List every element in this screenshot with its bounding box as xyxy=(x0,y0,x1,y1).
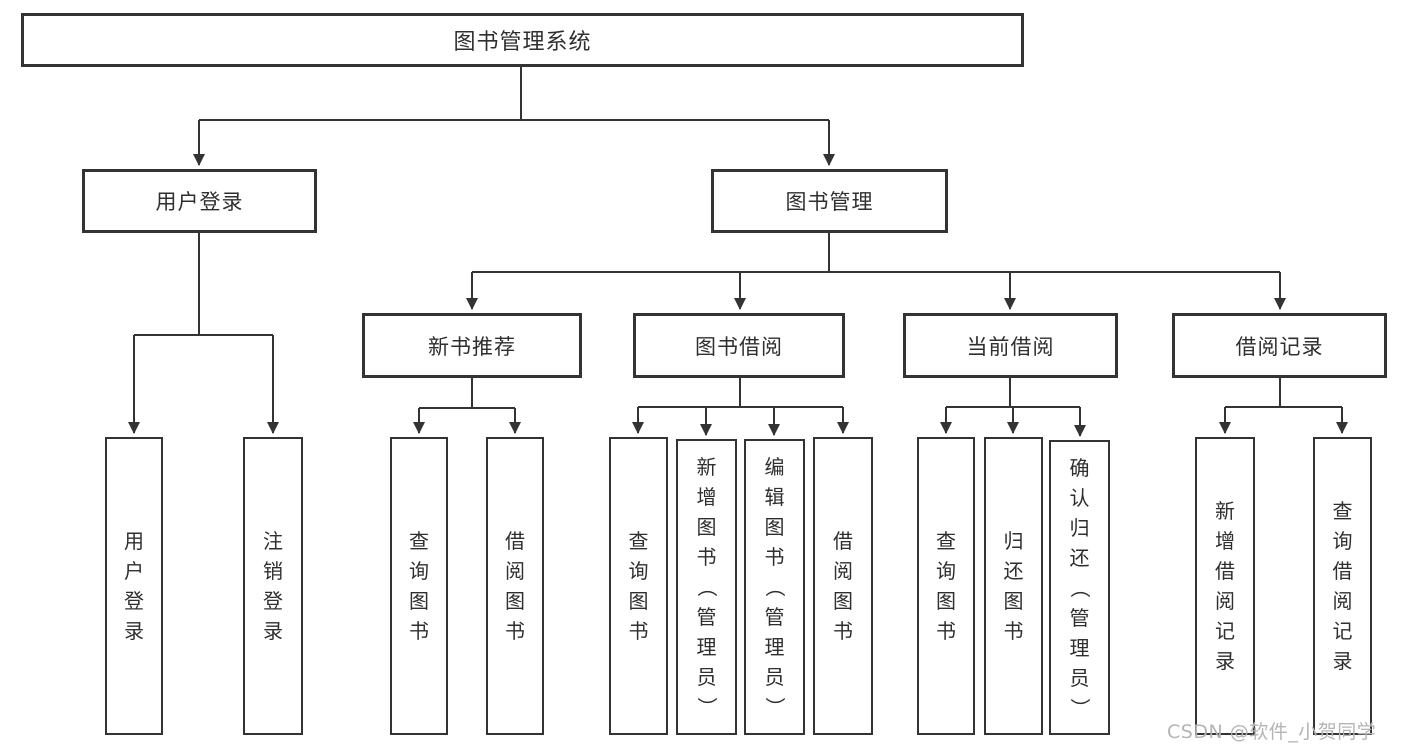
node-new-book-recommend: 新书推荐 xyxy=(362,313,582,378)
csdn-watermark: CSDN @软件_小贺同学 xyxy=(1167,721,1377,743)
leaf-borrow-books-recommend: 借阅图书 xyxy=(486,437,544,735)
leaf-query-borrow-record: 查询借阅记录 xyxy=(1313,437,1372,735)
leaf-user-login: 用户登录 xyxy=(105,437,163,735)
leaf-borrow-books: 借阅图书 xyxy=(813,437,873,735)
node-current-borrowing: 当前借阅 xyxy=(903,313,1118,378)
leaf-query-books-borrowing: 查询图书 xyxy=(609,437,668,735)
leaf-edit-book-admin: 编辑图书（管理员） xyxy=(744,439,805,735)
leaf-query-books-current: 查询图书 xyxy=(917,437,975,735)
node-book-borrowing: 图书借阅 xyxy=(633,313,845,378)
leaf-query-books-recommend: 查询图书 xyxy=(390,437,448,735)
leaf-add-book-admin: 新增图书（管理员） xyxy=(676,439,737,735)
leaf-add-borrow-record: 新增借阅记录 xyxy=(1195,437,1255,735)
node-book-management: 图书管理 xyxy=(711,169,948,233)
node-borrowing-records: 借阅记录 xyxy=(1172,313,1387,378)
node-user-login: 用户登录 xyxy=(82,169,317,233)
leaf-return-books: 归还图书 xyxy=(984,437,1043,735)
leaf-confirm-return-admin: 确认归还（管理员） xyxy=(1049,440,1110,735)
leaf-logout: 注销登录 xyxy=(243,437,303,735)
node-root-system: 图书管理系统 xyxy=(21,13,1024,67)
